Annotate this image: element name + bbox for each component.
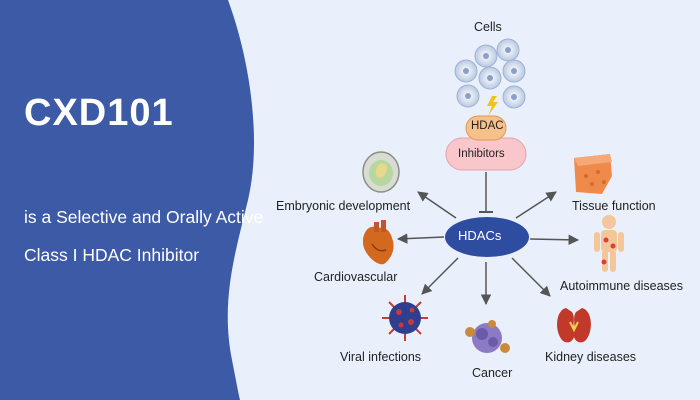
page-subtitle: is a Selective and Orally Active Class I… xyxy=(24,207,264,265)
hdac-inhibitor-node xyxy=(445,115,527,171)
tissue-function-label: Tissue function xyxy=(572,199,656,213)
autoimmune-diseases-label: Autoimmune diseases xyxy=(560,279,683,293)
arrow-kidney xyxy=(511,257,551,297)
inhibitors-label: Inhibitors xyxy=(458,148,505,160)
cell-icon xyxy=(454,38,526,109)
arrow-autoimmune xyxy=(529,234,580,246)
lightning-icon xyxy=(487,96,498,116)
virus-icon xyxy=(382,295,428,341)
arrow-tissue xyxy=(515,191,557,219)
page-title: CXD101 xyxy=(24,92,174,134)
hdacs-hub-label: HDACs xyxy=(458,228,502,243)
hdac-label: HDAC xyxy=(471,120,504,132)
arrow-viral xyxy=(421,257,459,295)
kidney-icon xyxy=(557,308,591,343)
embryo-icon xyxy=(362,151,400,193)
body-icon xyxy=(594,215,624,272)
arrow-cardio xyxy=(396,233,445,244)
heart-icon xyxy=(362,220,394,265)
tumor-icon xyxy=(465,320,510,353)
arrow-embryonic xyxy=(417,191,457,219)
title-panel xyxy=(0,0,255,400)
hdacs-hub xyxy=(445,217,529,257)
cancer-label: Cancer xyxy=(472,366,513,380)
tissue-icon xyxy=(574,154,612,194)
cardiovascular-label: Cardiovascular xyxy=(314,270,398,284)
viral-infections-label: Viral infections xyxy=(340,350,422,364)
cells-label: Cells xyxy=(474,20,502,34)
embryonic-development-label: Embryonic development xyxy=(276,199,411,213)
kidney-diseases-label: Kidney diseases xyxy=(545,350,637,364)
